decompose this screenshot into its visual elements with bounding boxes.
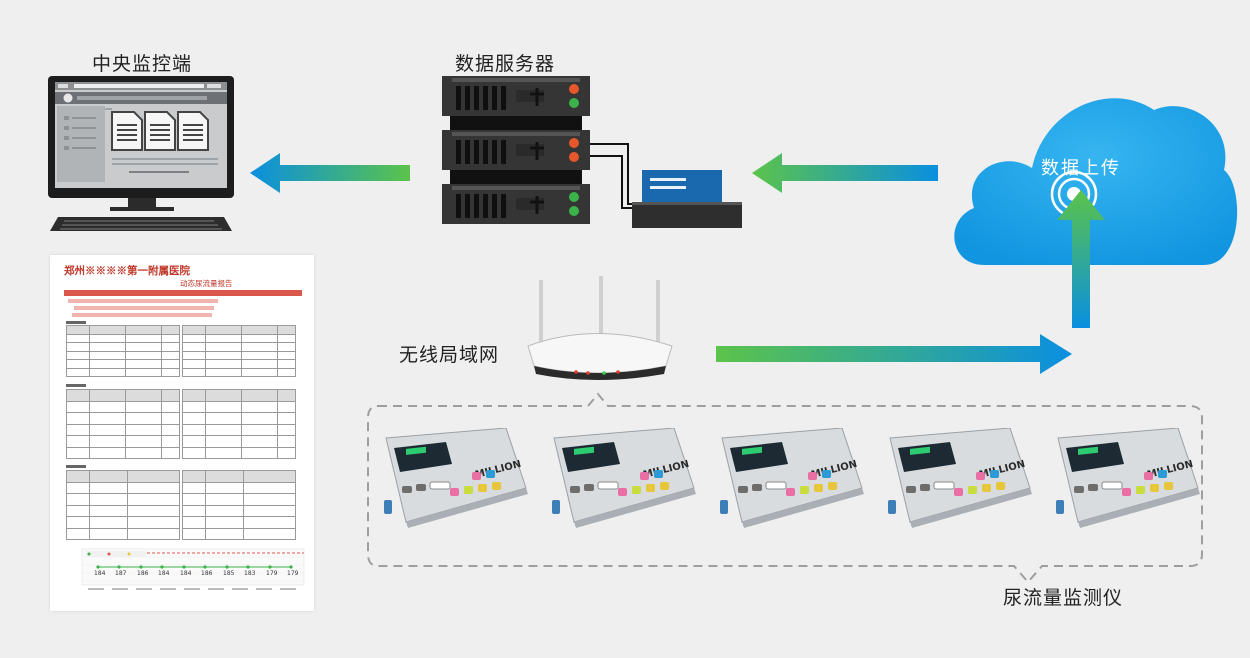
arrow-to-monitor bbox=[250, 153, 412, 193]
report-trend-chart bbox=[62, 547, 306, 593]
section-marker bbox=[66, 321, 86, 324]
device-group-border bbox=[366, 382, 1206, 592]
arrow-up-to-cloud bbox=[1057, 190, 1105, 330]
trend-value: 183 bbox=[244, 570, 256, 577]
report-table-1b bbox=[182, 325, 297, 377]
report-header-bar bbox=[64, 290, 302, 296]
trend-value: 184 bbox=[158, 570, 170, 577]
report-summary-line bbox=[74, 306, 214, 310]
report-summary-line bbox=[68, 299, 218, 303]
uroflow-devices: MILLION bbox=[376, 428, 1206, 528]
arrow-to-server bbox=[752, 153, 938, 193]
trend-value: 179 bbox=[266, 570, 278, 577]
arrow-devices-right bbox=[716, 334, 1072, 374]
report-document: 郑州※※※※第一附属医院 动态尿流量报告 bbox=[50, 255, 314, 611]
trend-value: 184 bbox=[180, 570, 192, 577]
trend-value: 186 bbox=[201, 570, 213, 577]
cloud-upload-label: 数据上传 bbox=[1041, 158, 1121, 179]
trend-value: 179 bbox=[287, 570, 299, 577]
report-table-1a bbox=[66, 325, 181, 377]
report-hospital: 郑州※※※※第一附属医院 bbox=[64, 265, 190, 277]
report-title: 动态尿流量报告 bbox=[180, 279, 233, 288]
report-table-2b bbox=[182, 389, 297, 459]
device-label: 尿流量监测仪 bbox=[1003, 587, 1124, 609]
data-server-label: 数据服务器 bbox=[455, 53, 556, 75]
wireless-lan-label: 无线局域网 bbox=[399, 344, 500, 366]
report-table-2a bbox=[66, 389, 181, 459]
trend-value: 187 bbox=[115, 570, 127, 577]
trend-value: 185 bbox=[223, 570, 235, 577]
section-marker bbox=[66, 384, 86, 387]
central-monitor-label: 中央监控端 bbox=[92, 53, 193, 75]
server-icon bbox=[442, 76, 748, 236]
computer-icon bbox=[44, 76, 240, 238]
report-summary-line bbox=[72, 313, 212, 317]
section-marker bbox=[66, 465, 86, 468]
trend-value: 186 bbox=[137, 570, 149, 577]
router-icon bbox=[526, 276, 674, 382]
trend-value: 184 bbox=[94, 570, 106, 577]
report-table-3a bbox=[66, 470, 180, 540]
report-table-3b bbox=[182, 470, 296, 540]
